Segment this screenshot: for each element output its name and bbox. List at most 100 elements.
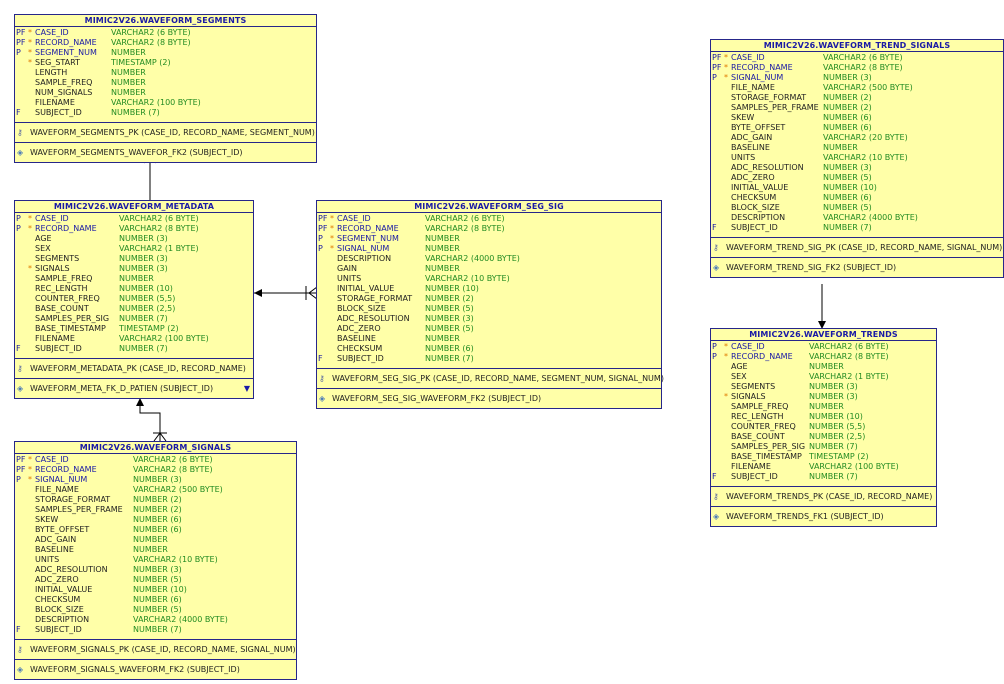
foreign-key-row[interactable]: ◈WAVEFORM_META_FK_D_PATIEN (SUBJECT_ID)▼ (15, 378, 253, 398)
primary-key-row[interactable]: ⚷WAVEFORM_TREND_SIG_PK (CASE_ID, RECORD_… (711, 237, 1003, 257)
foreign-key-row[interactable]: ◈WAVEFORM_SIGNALS_WAVEFORM_FK2 (SUBJECT_… (15, 659, 296, 679)
primary-key-row[interactable]: ⚷WAVEFORM_SEGMENTS_PK (CASE_ID, RECORD_N… (15, 122, 316, 142)
foreign-key-row[interactable]: ◈WAVEFORM_TRENDS_FK1 (SUBJECT_ID) (711, 506, 936, 526)
primary-key-row[interactable]: ⚷WAVEFORM_METADATA_PK (CASE_ID, RECORD_N… (15, 358, 253, 378)
primary-key-row[interactable]: ⚷WAVEFORM_SIGNALS_PK (CASE_ID, RECORD_NA… (15, 639, 296, 659)
foreign-key-row[interactable]: ◈WAVEFORM_SEG_SIG_WAVEFORM_FK2 (SUBJECT_… (317, 388, 661, 408)
primary-key-row[interactable]: ⚷WAVEFORM_SEG_SIG_PK (CASE_ID, RECORD_NA… (317, 368, 664, 388)
expand-arrow-icon[interactable]: ▼ (243, 384, 250, 393)
foreign-key-row[interactable]: ◈WAVEFORM_SEGMENTS_WAVEFOR_FK2 (SUBJECT_… (15, 142, 316, 162)
foreign-key-row[interactable]: ◈WAVEFORM_TREND_SIG_FK2 (SUBJECT_ID) (711, 257, 1003, 277)
